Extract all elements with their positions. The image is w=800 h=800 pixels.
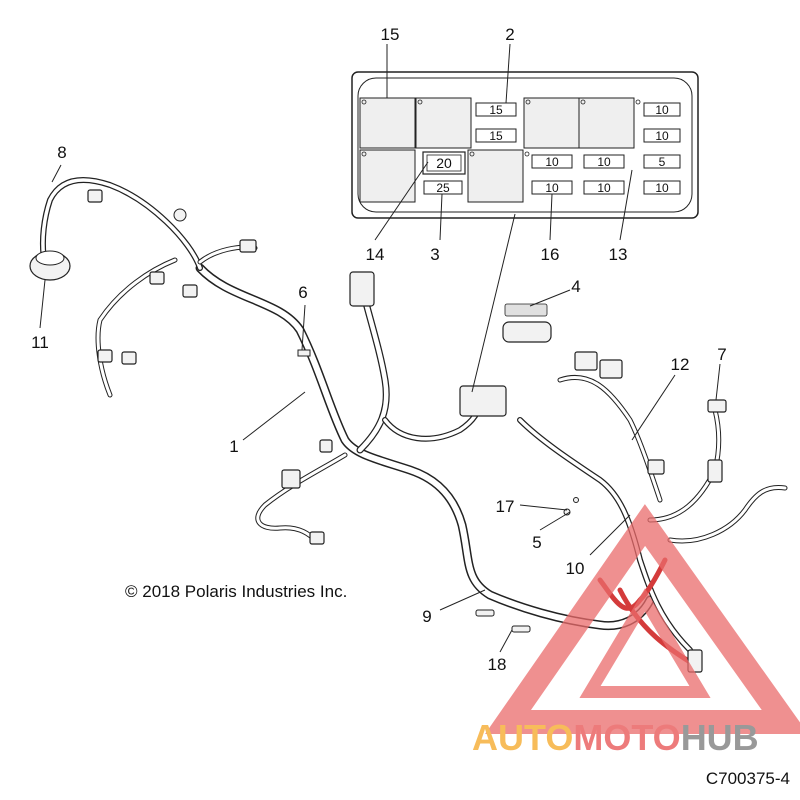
svg-text:AUTOMOTOHUB: AUTOMOTOHUB xyxy=(472,717,759,758)
relay-block xyxy=(467,149,524,203)
fuse-box-detail: 15 15 20 25 10 10 10 10 10 10 5 10 xyxy=(351,71,699,219)
watermark-logo: AUTOMOTOHUB xyxy=(472,504,800,758)
triangle-logo-icon xyxy=(485,504,800,734)
fuse-label: 10 xyxy=(655,181,669,195)
watermark-auto: AUTO xyxy=(472,717,573,758)
callout-14: 14 xyxy=(366,245,385,264)
relay-block xyxy=(523,97,580,149)
harness-connectors xyxy=(87,189,727,673)
callout-6: 6 xyxy=(298,283,307,302)
leader-lines xyxy=(39,43,721,653)
fuse-label: 10 xyxy=(655,129,669,143)
callout-12: 12 xyxy=(671,355,690,374)
callout-13: 13 xyxy=(609,245,628,264)
callout-3: 3 xyxy=(430,245,439,264)
callout-17: 17 xyxy=(496,497,515,516)
fuse-label: 10 xyxy=(597,181,611,195)
callout-2: 2 xyxy=(505,25,514,44)
callout-1: 1 xyxy=(229,437,238,456)
relay-block xyxy=(359,149,416,203)
fuse-label: 10 xyxy=(655,103,669,117)
watermark-moto: MOTO xyxy=(573,717,680,758)
callout-18: 18 xyxy=(488,655,507,674)
relay-block xyxy=(578,97,635,149)
fuse-label: 20 xyxy=(436,155,452,171)
watermark-hub: HUB xyxy=(681,717,759,758)
fuse-label: 10 xyxy=(597,155,611,169)
fuse-label: 10 xyxy=(545,181,559,195)
fuse-label: 15 xyxy=(489,103,503,117)
callout-15: 15 xyxy=(381,25,400,44)
callout-16: 16 xyxy=(541,245,560,264)
hardware-items xyxy=(173,208,579,633)
diagram-code: C700375-4 xyxy=(706,769,790,788)
callout-11: 11 xyxy=(31,333,49,352)
relay-block xyxy=(415,97,472,149)
fuse-label: 15 xyxy=(489,129,503,143)
relay-cover xyxy=(502,303,552,343)
relay-block xyxy=(359,97,416,149)
callout-5: 5 xyxy=(532,533,541,552)
copyright-notice: © 2018 Polaris Industries Inc. xyxy=(125,582,347,601)
callout-7: 7 xyxy=(717,345,726,364)
callout-10: 10 xyxy=(566,559,585,578)
sensor-component xyxy=(29,250,71,281)
callout-8: 8 xyxy=(57,143,66,162)
fuse-label: 25 xyxy=(436,181,450,195)
callout-9: 9 xyxy=(422,607,431,626)
fuse-label: 5 xyxy=(659,155,666,169)
fuse-label: 10 xyxy=(545,155,559,169)
callout-4: 4 xyxy=(571,277,580,296)
callout-labels: 15 2 14 3 16 13 4 6 1 7 12 8 11 17 5 10 … xyxy=(31,25,727,674)
